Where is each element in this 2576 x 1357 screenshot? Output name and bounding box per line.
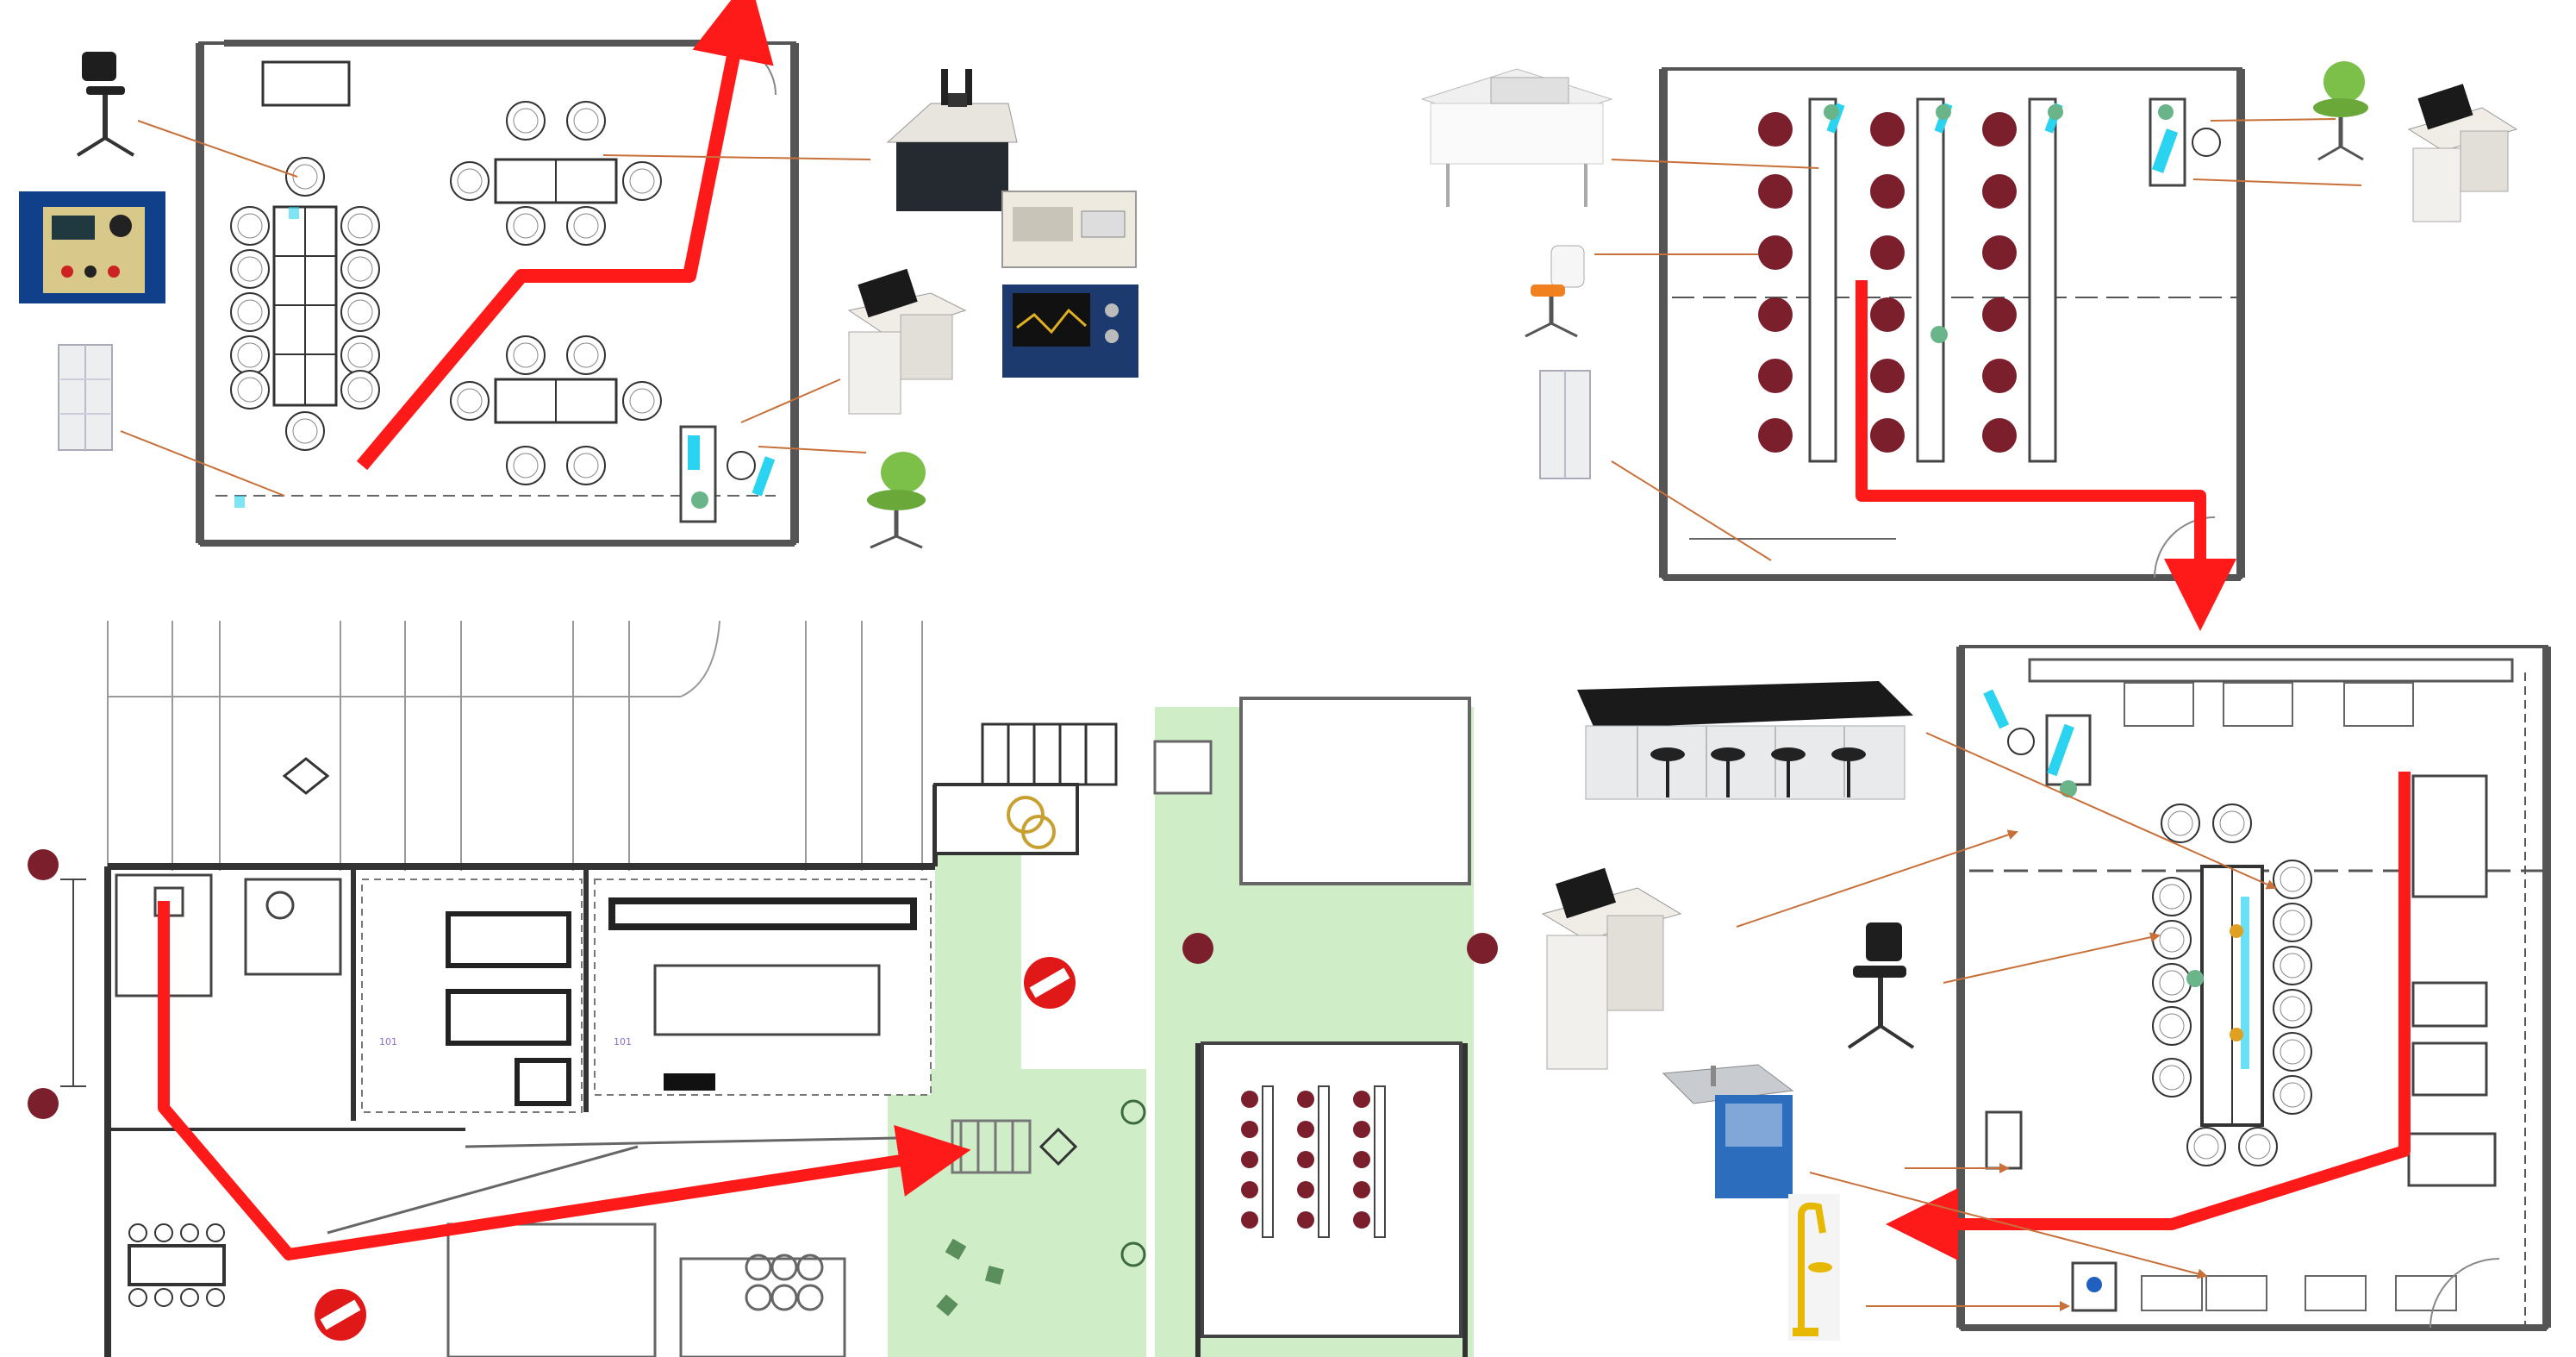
leader-lines-top-left xyxy=(120,120,871,497)
no-entry-icon xyxy=(315,1289,366,1341)
storage-cabinet-icon xyxy=(58,344,113,451)
building-walls xyxy=(104,783,1468,1357)
storage-cabinet-icon xyxy=(1539,370,1591,479)
eyewash-icon xyxy=(1788,1194,1840,1341)
demo-bench-icon xyxy=(886,69,1018,211)
columns-dots xyxy=(28,849,1498,1119)
center-bench xyxy=(2152,804,2312,1166)
room-label: 101 xyxy=(614,1036,632,1047)
lab-room-b: 101 xyxy=(594,879,932,1096)
sink-box xyxy=(1985,1110,2023,1170)
lab-bench-icon xyxy=(1577,681,1913,800)
panel-bottom-right xyxy=(1541,645,2551,1341)
column-grid xyxy=(107,620,923,871)
task-chair-icon xyxy=(1525,245,1585,338)
instrument-icon xyxy=(1001,191,1137,268)
lecture-podium-icon xyxy=(1541,867,1682,1070)
green-chair-icon xyxy=(2313,61,2368,161)
route-arrow-top-left xyxy=(356,0,774,471)
room-walls xyxy=(1956,645,2551,1331)
oscilloscope-icon xyxy=(1002,285,1138,378)
dimension-mark xyxy=(60,879,86,1087)
workstation-desk-icon xyxy=(1420,68,1613,207)
green-chair-icon xyxy=(867,452,926,549)
power-supply-icon xyxy=(19,191,165,303)
panel-bottom-left: 101 101 xyxy=(28,620,1498,1357)
left-utility-room xyxy=(115,873,342,997)
no-entry-icon xyxy=(1024,957,1076,1009)
route-arrow-bottom-right xyxy=(1886,772,2411,1260)
seat-rows xyxy=(1758,112,2017,453)
route-arrow-bottom-left xyxy=(158,901,971,1260)
info-labels xyxy=(2124,682,2457,1311)
green-dots xyxy=(1824,104,2174,343)
conference-table xyxy=(128,1223,226,1307)
instructor-desk xyxy=(2149,97,2186,187)
courtyard-box xyxy=(1239,697,1471,885)
bench-cluster-top xyxy=(450,101,662,246)
lab-stool-icon xyxy=(76,52,135,157)
computer-lab-small xyxy=(1201,1041,1463,1338)
sink-icon xyxy=(1662,1064,1794,1198)
side-benches xyxy=(2407,774,2497,1187)
lab-stool-icon xyxy=(1847,922,1915,1049)
north-marker-icon xyxy=(282,757,1078,1166)
fume-hood xyxy=(1983,689,2092,797)
lecture-podium-icon xyxy=(2407,84,2518,222)
lower-rooms xyxy=(327,1136,897,1357)
tree-icon xyxy=(936,1099,1146,1316)
room-walls xyxy=(196,40,799,547)
lecture-podium-icon xyxy=(847,268,967,415)
panel-top-left xyxy=(19,0,1138,549)
bench-cluster-bottom xyxy=(450,335,662,485)
desk-columns xyxy=(1808,97,2057,463)
whiteboard xyxy=(261,60,351,107)
leader-lines-bottom-right xyxy=(1736,732,2277,1311)
route-arrow-top-right xyxy=(1856,280,2236,631)
lab-room-a: 101 xyxy=(361,879,583,1113)
bench-cluster-left xyxy=(230,157,380,451)
panel-top-right xyxy=(1420,61,2518,631)
leader-lines-top-right xyxy=(1594,118,2362,561)
room-label: 101 xyxy=(379,1036,397,1047)
instructor-desk xyxy=(679,425,776,523)
